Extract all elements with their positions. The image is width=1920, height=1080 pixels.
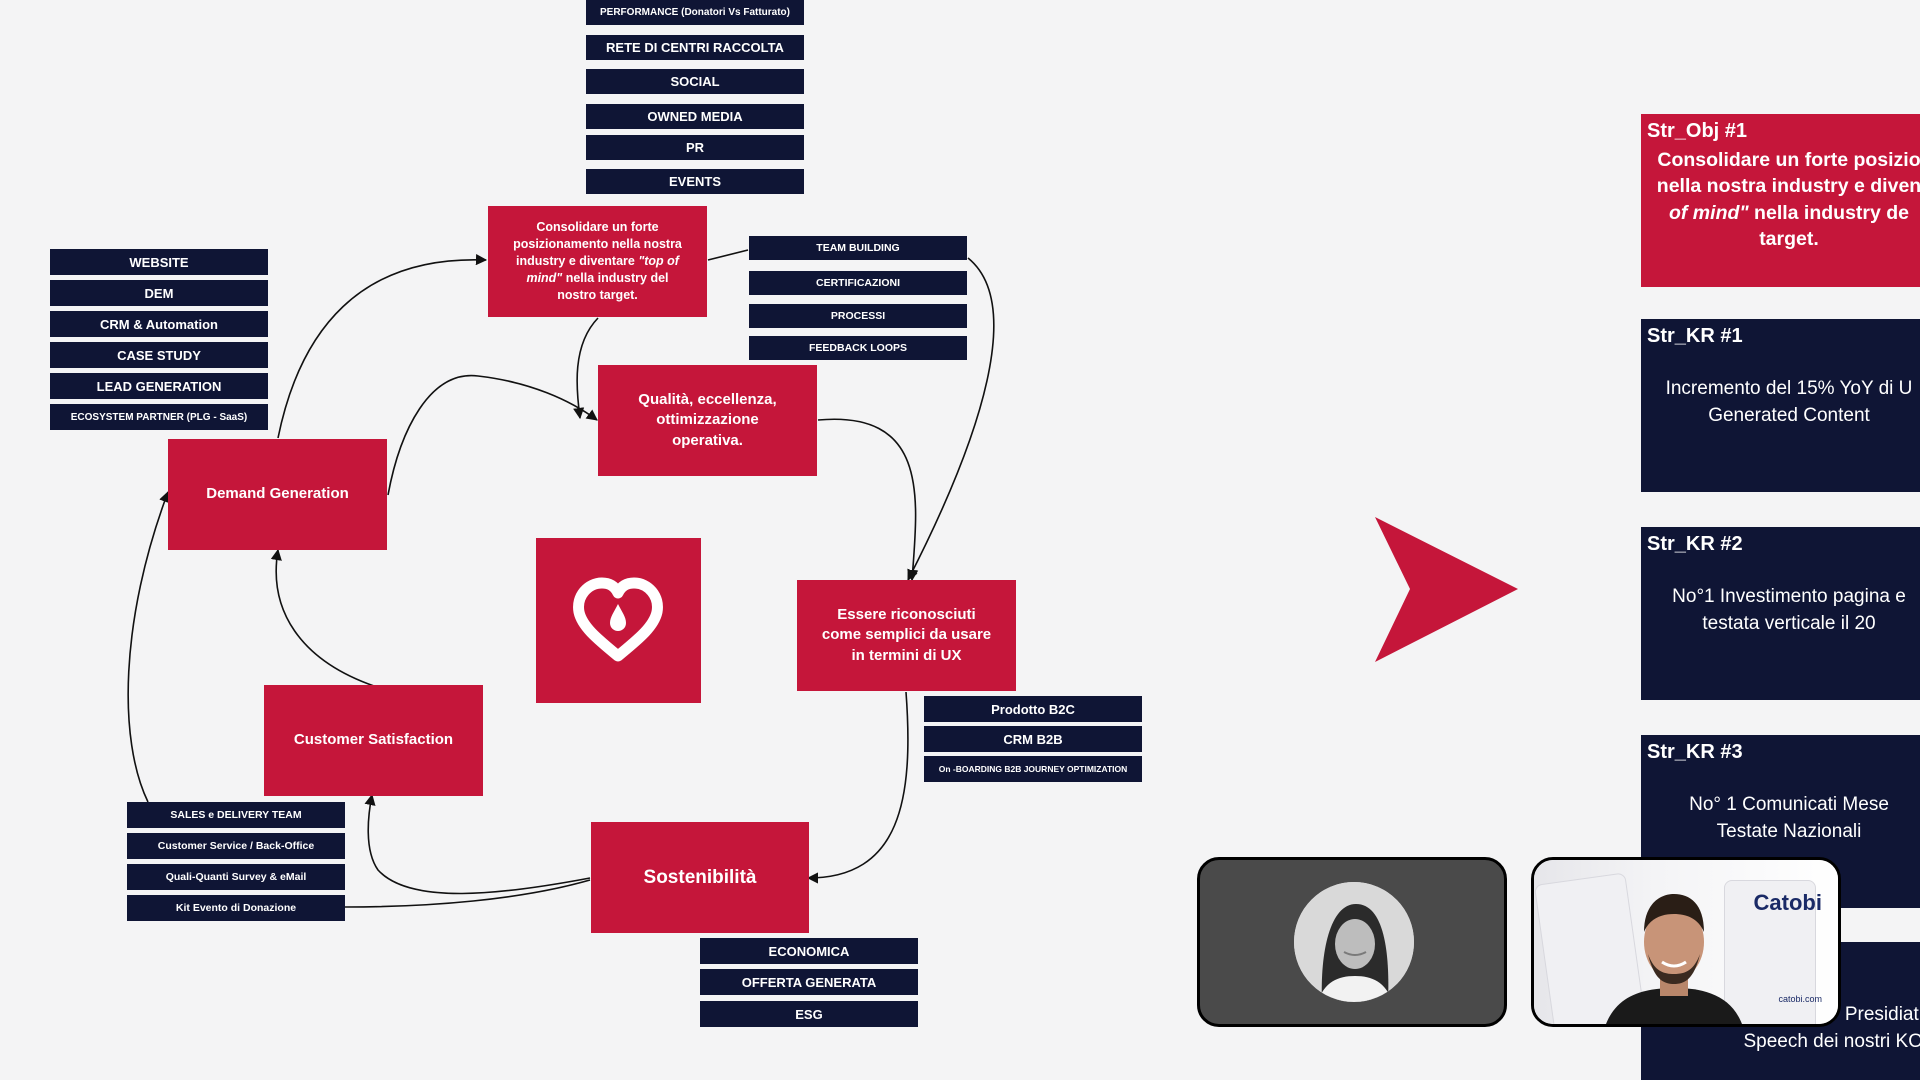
tag-performance: PERFORMANCE (Donatori Vs Fatturato) — [586, 0, 804, 25]
tag-case-study: CASE STUDY — [50, 342, 268, 368]
panel-str-kr-1-line1: Incremento del 15% YoY di U — [1665, 378, 1913, 399]
panel-str-obj-1-line1: Consolidare un forte posizio — [1657, 149, 1920, 171]
connector-positioning-to-team — [707, 249, 749, 261]
person-portrait-icon — [1294, 882, 1414, 1002]
connector-positioning-to-quality — [573, 317, 599, 420]
tag-ecosystem-partner: ECOSYSTEM PARTNER (PLG - SaaS) — [50, 404, 268, 430]
connector-quality-to-ux — [817, 418, 919, 582]
person-video-icon — [1606, 894, 1742, 1024]
video-tile-participant-2[interactable]: Catobi catobi.com — [1531, 857, 1841, 1027]
catobi-brand-small: catobi.com — [1778, 994, 1822, 1004]
panel-str-obj-1-line3: of mind" nella industry de — [1647, 200, 1920, 226]
phone-mockup-2 — [1724, 880, 1816, 1024]
video-tile-participant-1[interactable] — [1197, 857, 1507, 1027]
tag-team-building: TEAM BUILDING — [749, 236, 967, 260]
tag-onboarding-b2b: On -BOARDING B2B JOURNEY OPTIMIZATION — [924, 756, 1142, 782]
tag-crm-automation: CRM & Automation — [50, 311, 268, 337]
panel-str-kr-1-body: Incremento del 15% YoY di U Generated Co… — [1641, 348, 1920, 429]
connector-team-to-ux — [907, 257, 995, 581]
heart-drop-icon — [573, 577, 663, 662]
connector-ux-to-sustainability — [806, 691, 909, 884]
panel-str-kr-2-line1: No°1 Investimento pagina e — [1672, 586, 1906, 607]
avatar — [1294, 882, 1414, 1002]
tag-esg: ESG — [700, 1001, 918, 1027]
panel-str-kr-3-line2: Testate Nazionali — [1716, 820, 1862, 842]
panel-str-obj-1-line4: target. — [1759, 227, 1819, 250]
arrow-right-icon — [1375, 517, 1518, 662]
panel-str-kr-4-body: Presidiati Speech dei nostri KO — [1641, 942, 1920, 1055]
connector-demand-to-positioning — [277, 254, 488, 439]
panel-str-obj-1-title: Str_Obj #1 — [1647, 120, 1748, 142]
tag-feedback-loops: FEEDBACK LOOPS — [749, 336, 967, 360]
tag-certificazioni: CERTIFICAZIONI — [749, 271, 967, 295]
connector-demand-to-quality — [387, 374, 598, 496]
tag-prodotto-b2c: Prodotto B2C — [924, 696, 1142, 722]
panel-str-obj-1-line2: nella nostra industry e diven — [1656, 175, 1920, 198]
node-quality: Qualità, eccellenza, ottimizzazione oper… — [598, 365, 817, 476]
node-positioning-text-b: "top of mind" — [526, 254, 679, 285]
panel-str-kr-1-title: Str_KR #1 — [1647, 325, 1743, 347]
tag-kit-evento: Kit Evento di Donazione — [127, 895, 345, 921]
tag-crm-b2b: CRM B2B — [924, 726, 1142, 752]
panel-str-kr-3-body: No° 1 Comunicati Mese Testate Nazionali — [1641, 764, 1920, 845]
panel-str-kr-3-line1: No° 1 Comunicati Mese — [1689, 794, 1889, 815]
panel-str-kr-2-title: Str_KR #2 — [1647, 533, 1743, 555]
tag-social: SOCIAL — [586, 69, 804, 94]
node-positioning-text-c: nella industry del nostro target. — [557, 270, 669, 302]
node-positioning: Consolidare un forte posizionamento nell… — [488, 206, 707, 317]
tag-pr: PR — [586, 135, 804, 160]
tag-sales-delivery: SALES e DELIVERY TEAM — [127, 802, 345, 828]
panel-str-kr-1: Str_KR #1 Incremento del 15% YoY di U Ge… — [1641, 319, 1920, 492]
tag-events: EVENTS — [586, 169, 804, 194]
panel-str-kr-4-line1: Presidiati — [1844, 1004, 1920, 1025]
panel-str-kr-2-body: No°1 Investimento pagina e testata verti… — [1641, 556, 1920, 637]
panel-str-kr-2-line2: testata verticale il 20 — [1702, 612, 1876, 634]
tag-website: WEBSITE — [50, 249, 268, 275]
panel-str-kr-2: Str_KR #2 No°1 Investimento pagina e tes… — [1641, 527, 1920, 700]
tag-processi: PROCESSI — [749, 304, 967, 328]
panel-str-kr-1-line2: Generated Content — [1708, 404, 1870, 426]
tag-dem: DEM — [50, 280, 268, 306]
connector-sales-to-sustainability — [344, 879, 591, 908]
tag-customer-service: Customer Service / Back-Office — [127, 833, 345, 859]
panel-str-obj-1-line3a: of mind" — [1668, 201, 1749, 224]
panel-str-obj-1: Str_Obj #1 Consolidare un forte posizio … — [1641, 114, 1920, 287]
tag-economica: ECONOMICA — [700, 938, 918, 964]
center-logo — [536, 538, 701, 703]
panel-str-obj-1-line3b: nella industry de — [1748, 201, 1910, 224]
panel-str-obj-1-body: Consolidare un forte posizio nella nostr… — [1641, 143, 1920, 252]
panel-str-kr-3-title: Str_KR #3 — [1647, 741, 1743, 763]
node-sostenibilita: Sostenibilità — [591, 822, 809, 933]
node-customer-satisfaction: Customer Satisfaction — [264, 685, 483, 796]
tag-rete-centri-raccolta: RETE DI CENTRI RACCOLTA — [586, 35, 804, 60]
node-positioning-text-a: Consolidare un forte posizionamento nell… — [513, 220, 682, 269]
connector-sustainability-to-satisfaction — [364, 793, 591, 895]
connector-satisfaction-to-demand — [270, 548, 375, 687]
tag-owned-media: OWNED MEDIA — [586, 104, 804, 129]
connector-sales-to-demand — [127, 490, 170, 803]
node-ux: Essere riconosciuti come semplici da usa… — [797, 580, 1016, 691]
node-demand-generation: Demand Generation — [168, 439, 387, 550]
tag-lead-generation: LEAD GENERATION — [50, 373, 268, 399]
catobi-brand: Catobi — [1753, 890, 1822, 915]
tag-survey-email: Quali-Quanti Survey & eMail — [127, 864, 345, 890]
panel-str-kr-4-line2: Speech dei nostri KO — [1743, 1030, 1920, 1052]
tag-offerta-generata: OFFERTA GENERATA — [700, 969, 918, 995]
